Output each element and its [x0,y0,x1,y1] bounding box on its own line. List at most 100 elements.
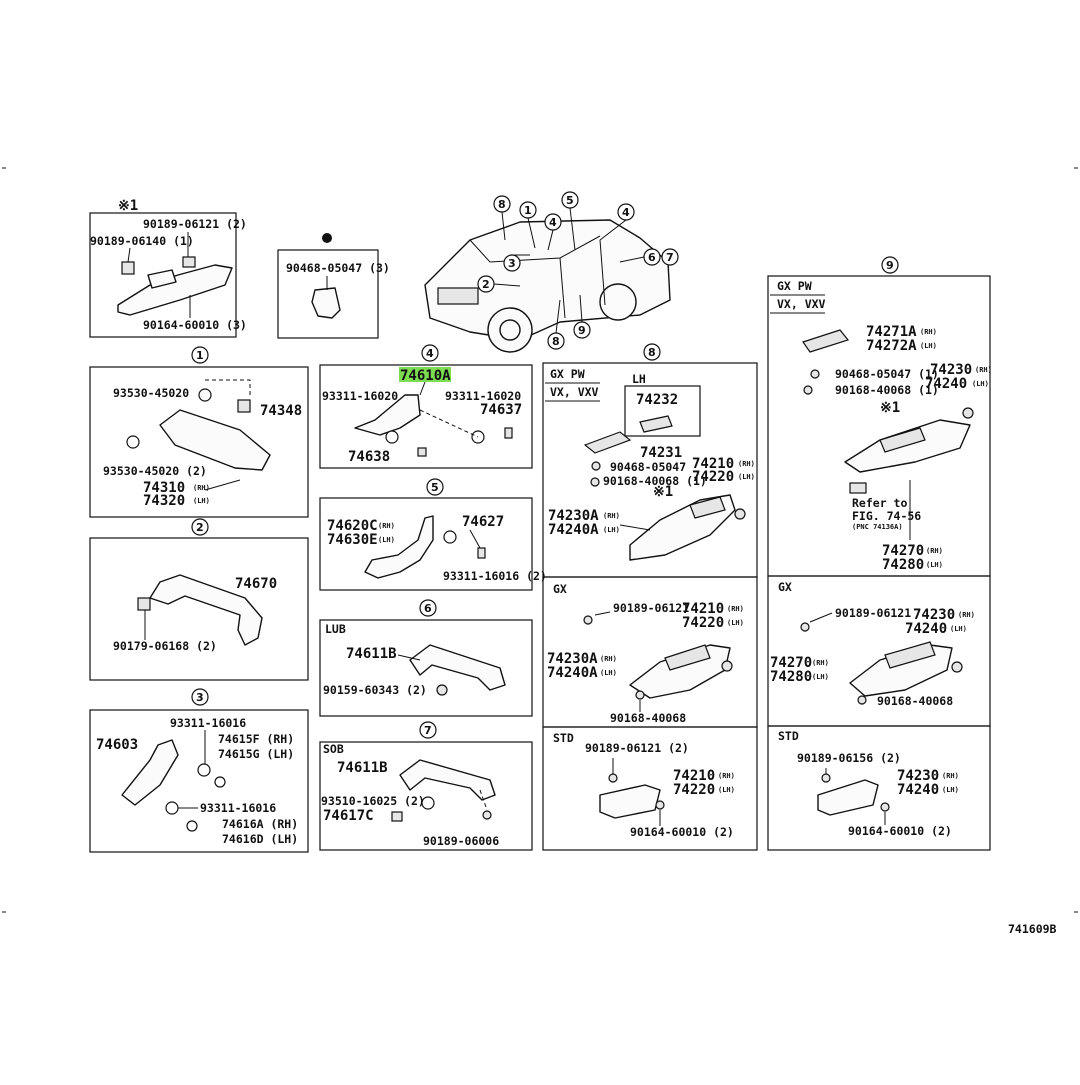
highlighted-part-number[interactable]: 74610A [400,368,451,384]
part-number[interactable]: 74220 [682,615,724,631]
part-number[interactable]: 74272A [866,338,917,354]
callout-circle[interactable] [661,248,679,266]
cap-drawing [391,811,403,822]
part-number[interactable]: 74270 [770,655,812,671]
part-number[interactable]: 74240 [897,782,939,798]
part-number[interactable]: 74617C [323,808,374,824]
part-number[interactable]: 74210 [682,601,724,617]
part-number[interactable]: 93530-45020 (2) [103,464,207,478]
part-number[interactable]: 74210 [692,456,734,472]
part-number[interactable]: 93311-16016 (2) [443,569,547,583]
part-number[interactable]: 93311-16016 [170,716,246,730]
part-number[interactable]: 74280 [770,669,812,685]
part-number[interactable]: 74637 [480,402,522,418]
reference-link[interactable]: FIG. 74-56 [852,509,921,523]
handle-drawing [354,394,421,436]
label-underline [770,294,825,314]
part-number[interactable]: 74603 [96,737,138,753]
part-number[interactable]: 74230 [897,768,939,784]
part-number[interactable]: 93530-45020 [113,386,189,400]
part-number[interactable]: 93311-16020 [322,389,398,403]
part-number[interactable]: 74611B [337,760,388,776]
part-number[interactable]: 74627 [462,514,504,530]
part-number[interactable]: 74320 [143,493,185,509]
part-number[interactable]: 74220 [673,782,715,798]
part-number[interactable]: 90468-05047 (1) [835,367,939,381]
part-number[interactable]: 93510-16025 (2) [321,794,425,808]
part-number[interactable]: 90189-06140 (1) [90,234,194,248]
part-number[interactable]: 90164-60010 (2) [848,824,952,838]
section-callout[interactable] [191,688,209,706]
part-number[interactable]: 74240 [905,621,947,637]
part-number[interactable]: 74271A [866,324,917,340]
bolt-drawing [635,690,645,700]
part-number[interactable]: 74210 [673,768,715,784]
part-number[interactable]: 90189-06121 (2) [585,741,689,755]
side-marker: (LH) [727,619,744,627]
part-number[interactable]: 74232 [636,392,678,408]
part-number[interactable]: 74616A (RH) [222,817,298,831]
part-number[interactable]: 74230 [930,362,972,378]
part-number[interactable]: 74616D (LH) [222,832,298,846]
part-number[interactable]: 90168-40068 (1) [835,383,939,397]
cap-drawing [417,447,427,457]
part-number[interactable]: 74615F (RH) [218,732,294,746]
part-number[interactable]: 90189-06121 [835,606,911,620]
part-number[interactable]: 74348 [260,403,302,419]
part-number[interactable]: 74240 [925,376,967,392]
part-number[interactable]: 74280 [882,557,924,573]
part-number[interactable]: 74670 [235,576,277,592]
section-callout[interactable] [643,343,661,361]
section-callout[interactable] [881,256,899,274]
part-number[interactable]: 90189-06006 [423,834,499,848]
part-number[interactable]: 93311-16016 [200,801,276,815]
section-callout[interactable] [419,721,437,739]
callout-number: 3 [508,257,516,270]
part-number[interactable]: 74231 [640,445,682,461]
part-number[interactable]: 90468-05047 (3) [286,261,390,275]
part-number[interactable]: 74230A [548,508,599,524]
part-number[interactable]: 74620C [327,518,378,534]
section-callout[interactable] [191,518,209,536]
part-number[interactable]: 90168-40068 (1) [603,474,707,488]
part-number[interactable]: 90164-60010 (2) [630,825,734,839]
part-number[interactable]: 90159-60343 (2) [323,683,427,697]
section-callout[interactable] [421,344,439,362]
side-marker: (RH) [378,522,395,530]
figure-code: 741609B [1008,922,1057,936]
side-marker: (LH) [378,536,395,544]
part-number[interactable]: 74611B [346,646,397,662]
callout-number: 8 [498,198,506,211]
part-number[interactable]: 74240A [547,665,598,681]
part-number[interactable]: 74220 [692,469,734,485]
plug-drawing [721,660,733,672]
part-number[interactable]: 90189-06156 (2) [797,751,901,765]
section-9-gx: GX 90189-06121 74230 (RH) 74240 (LH) 742… [767,575,991,727]
section-callout[interactable] [419,599,437,617]
part-number[interactable]: 74630E [327,532,378,548]
section-callout[interactable] [426,478,444,496]
variant-label: GX PW [777,279,812,293]
part-number[interactable]: 74230A [547,651,598,667]
part-number[interactable]: 74310 [143,480,185,496]
part-number[interactable]: 74638 [348,449,390,465]
lh-inset-box [624,385,701,437]
part-number[interactable]: 90168-40068 [610,711,686,725]
clip-drawing [608,773,618,783]
part-number[interactable]: 90164-60010 (3) [143,318,247,332]
part-number[interactable]: 90189-06121 [613,601,689,615]
section-5-box [319,497,533,591]
part-number[interactable]: 90189-06121 (2) [143,217,247,231]
part-number[interactable]: 90168-40068 [877,694,953,708]
part-number[interactable]: 74615G (LH) [218,747,294,761]
part-number[interactable]: 74240A [548,522,599,538]
part-number[interactable]: 74270 [882,543,924,559]
side-marker: (LH) [193,497,210,505]
part-number[interactable]: 90179-06168 (2) [113,639,217,653]
section-callout[interactable] [191,346,209,364]
section-2-box [89,537,309,681]
part-number[interactable]: 90468-05047 [610,460,686,474]
part-number[interactable]: 93311-16020 [445,389,521,403]
part-number[interactable]: 74230 [913,607,955,623]
